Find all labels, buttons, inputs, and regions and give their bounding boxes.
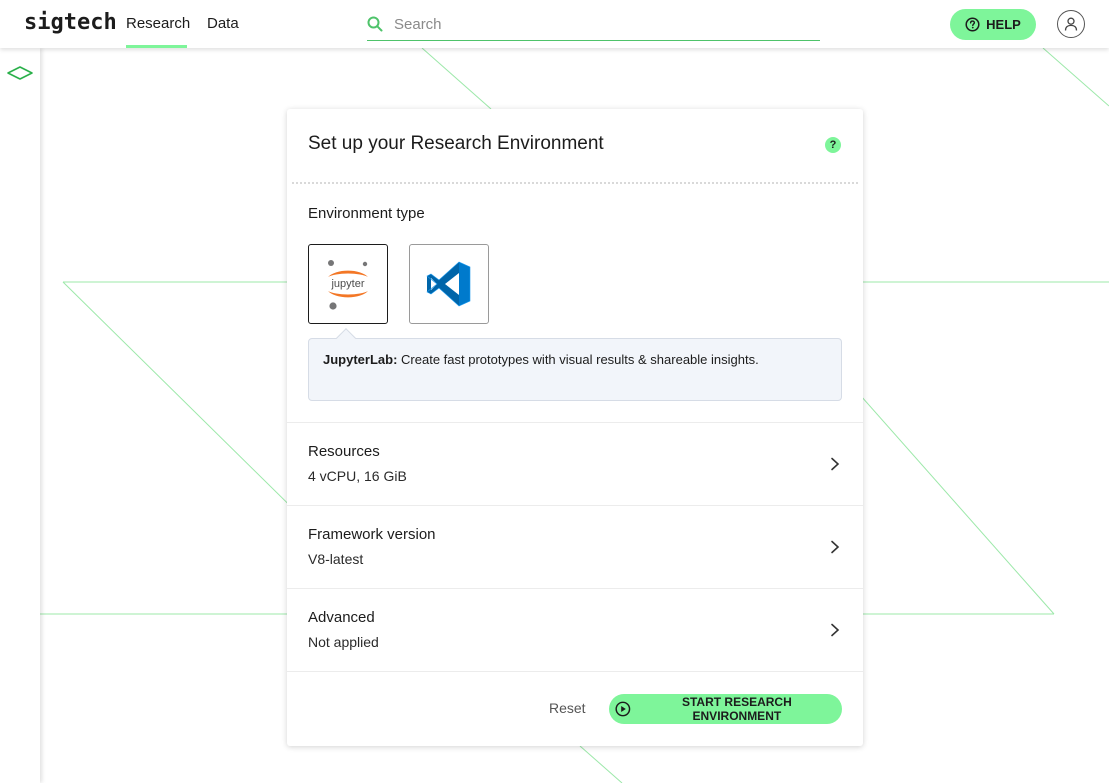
help-circle-icon: [965, 17, 980, 32]
chevron-right-icon: [831, 623, 840, 637]
question-mark-icon[interactable]: ?: [825, 137, 841, 153]
sigtech-logo[interactable]: sigtech: [24, 10, 117, 35]
environment-option-vscode[interactable]: [409, 244, 489, 324]
tab-data[interactable]: Data: [207, 15, 239, 32]
framework-version-value: V8-latest: [308, 551, 364, 567]
vscode-logo-icon: [426, 261, 471, 307]
jupyter-logo-icon: jupyter: [328, 260, 368, 310]
search-bar: [367, 8, 820, 41]
framework-version-title: Framework version: [308, 526, 436, 543]
search-input[interactable]: [392, 13, 812, 35]
expand-sidebar-icon[interactable]: [6, 66, 34, 80]
description-text: Create fast prototypes with visual resul…: [401, 352, 759, 367]
chevron-right-icon: [831, 457, 840, 471]
reset-button[interactable]: Reset: [543, 699, 592, 717]
top-bar: sigtech Research Data HELP: [0, 0, 1109, 48]
user-avatar[interactable]: [1057, 10, 1085, 38]
research-environment-setup-card: Set up your Research Environment ? Envir…: [287, 109, 863, 746]
start-button-label: START RESEARCH ENVIRONMENT: [681, 695, 792, 723]
environment-type-label: Environment type: [308, 205, 425, 222]
advanced-value: Not applied: [308, 634, 379, 650]
resources-row[interactable]: Resources 4 vCPU, 16 GiB: [287, 422, 863, 505]
advanced-row[interactable]: Advanced Not applied: [287, 588, 863, 671]
chevron-right-icon: [831, 540, 840, 554]
jupyter-logo-text: jupyter: [330, 278, 364, 290]
tab-research[interactable]: Research: [126, 0, 190, 48]
advanced-title: Advanced: [308, 609, 375, 626]
play-circle-icon: [615, 701, 631, 717]
description-env-name: JupyterLab:: [323, 352, 398, 367]
resources-value: 4 vCPU, 16 GiB: [308, 468, 407, 484]
user-icon: [1064, 17, 1078, 31]
framework-version-row[interactable]: Framework version V8-latest: [287, 505, 863, 588]
help-button[interactable]: HELP: [950, 9, 1036, 40]
help-button-label: HELP: [986, 17, 1021, 32]
start-research-environment-button[interactable]: START RESEARCH ENVIRONMENT: [609, 694, 842, 724]
footer-divider: [287, 671, 863, 672]
dotted-divider: [292, 182, 858, 184]
environment-description: JupyterLab: Create fast prototypes with …: [308, 338, 842, 401]
environment-option-jupyterlab[interactable]: jupyter: [308, 244, 388, 324]
left-sidebar: [0, 48, 40, 783]
search-icon: [367, 16, 383, 32]
card-title: Set up your Research Environment: [308, 133, 604, 154]
resources-title: Resources: [308, 443, 380, 460]
